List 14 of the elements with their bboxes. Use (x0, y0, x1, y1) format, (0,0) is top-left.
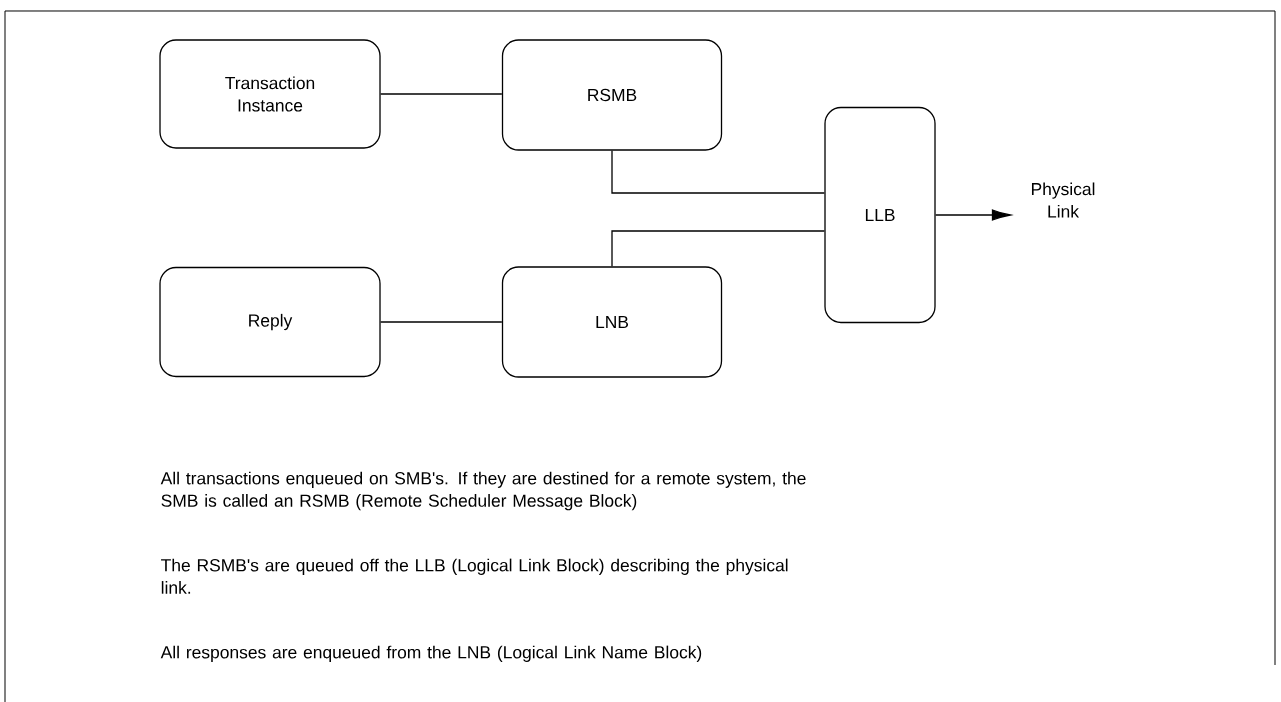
connector-line (380, 321, 503, 323)
process-box: Transaction Instance (159, 39, 381, 149)
note-text: All responses are enqueued from the LNB (Logical Link Name Block) (160, 645, 702, 662)
connector-line (380, 93, 503, 95)
connector-line (611, 230, 825, 267)
process-box: Reply (159, 266, 381, 378)
arrow (935, 209, 1011, 221)
process-box: RSMB (501, 39, 723, 151)
connector-line (611, 150, 825, 194)
process-box: LLB (824, 106, 936, 324)
note-text: The RSMB's are queued off the LLB (Logical Link Block) describing the physical link. (161, 558, 788, 594)
note-text: All transactions enqueued on SMB's. If they are destined for a remote system, the SMB is called an RSMB (Remote Scheduler Message Block) (160, 471, 806, 511)
link-label: Physical Link (1032, 182, 1095, 218)
process-box: LNB (501, 266, 723, 378)
